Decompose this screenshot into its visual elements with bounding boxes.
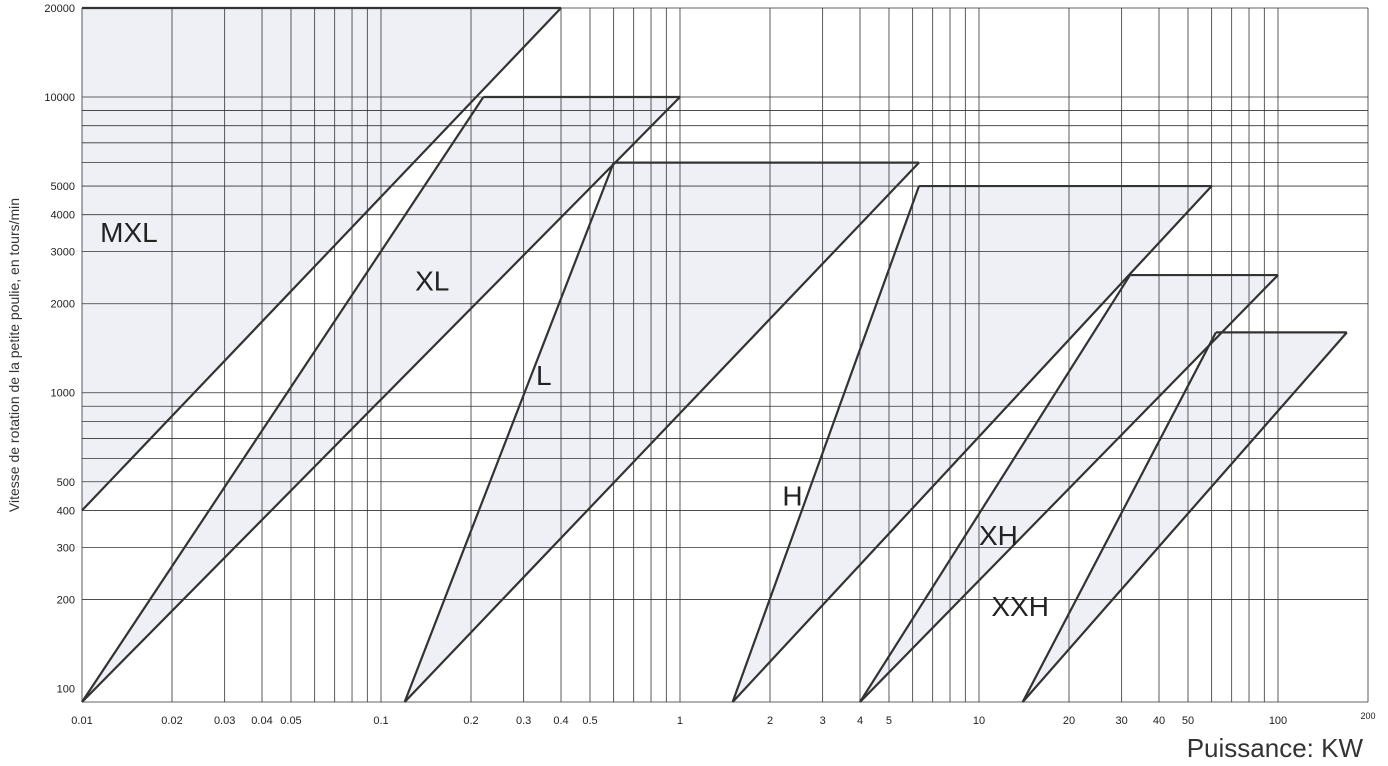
region-label-xl: XL [415, 265, 449, 296]
band-xxh-lower-edge [1021, 331, 1348, 703]
x-tick-label: 0.4 [553, 715, 568, 727]
band-xl-lower-edge [81, 96, 681, 703]
band-mxl-lower-edge [81, 7, 562, 512]
y-tick-label: 400 [57, 505, 75, 517]
band-l-lower-edge [403, 161, 920, 703]
y-axis-label: Vitesse de rotation de la petite poulie,… [6, 198, 22, 512]
x-tick-label: 0.04 [251, 715, 272, 727]
region-labels: MXL XL L H XH XXH [100, 217, 1049, 622]
x-tick-label: 2 [767, 715, 773, 727]
x-tick-label: 40 [1153, 715, 1165, 727]
grid-layer [81, 7, 1369, 703]
edges-layer [81, 6, 1348, 703]
x-tick-labels: 0.01 0.02 0.03 0.04 0.05 0.1 0.2 0.3 0.4 0.5 1 2 3 4 5… [71, 711, 1375, 727]
x-tick-label: 0.02 [161, 715, 182, 727]
x-tick-label: 0.03 [214, 715, 235, 727]
band-h-upper-edge [859, 274, 1131, 703]
y-tick-label: 100 [57, 683, 75, 695]
y-tick-label: 4000 [51, 210, 75, 222]
x-tick-label: 20 [1063, 715, 1075, 727]
y-tick-label: 1000 [51, 388, 75, 400]
x-tick-label: 200 [1360, 711, 1375, 721]
band-h-lower-edge [731, 185, 1213, 703]
y-tick-label: 2000 [51, 299, 75, 311]
y-tick-label: 20000 [44, 3, 75, 15]
x-axis-label: Puissance: KW [1187, 733, 1364, 763]
x-tick-label: 0.05 [280, 715, 301, 727]
region-label-h: H [782, 480, 802, 511]
band-mxl-upper-edge [81, 96, 485, 703]
band-l-upper-edge [731, 185, 921, 703]
x-tick-label: 30 [1116, 715, 1128, 727]
region-label-mxl: MXL [100, 217, 158, 248]
region-label-xh: XH [979, 520, 1018, 551]
y-tick-label: 500 [57, 477, 75, 489]
x-tick-label: 0.01 [71, 715, 92, 727]
x-tick-label: 100 [1269, 715, 1287, 727]
x-tick-label: 3 [820, 715, 826, 727]
y-tick-label: 10000 [44, 92, 75, 104]
y-tick-label: 200 [57, 594, 75, 606]
region-label-l: L [536, 360, 552, 391]
y-tick-label: 3000 [51, 247, 75, 259]
band-mxl [82, 8, 561, 702]
x-tick-label: 0.1 [373, 715, 388, 727]
x-tick-label: 0.3 [516, 715, 531, 727]
x-tick-label: 5 [886, 715, 892, 727]
x-tick-label: 1 [677, 715, 683, 727]
band-xh-upper-edge [1021, 331, 1217, 703]
x-tick-label: 50 [1182, 715, 1194, 727]
band-xl-upper-edge [403, 162, 615, 703]
y-tick-labels: 100 200 300 400 500 1000 2000 3000 4000 5000 10000… [44, 3, 75, 695]
bands-layer [82, 8, 1347, 703]
x-tick-label: 10 [973, 715, 985, 727]
y-tick-label: 5000 [51, 181, 75, 193]
x-tick-label: 4 [857, 715, 863, 727]
y-tick-label: 300 [57, 542, 75, 554]
x-tick-label: 0.5 [582, 715, 597, 727]
x-tick-label: 0.2 [463, 715, 478, 727]
region-label-xxh: XXH [991, 591, 1049, 622]
